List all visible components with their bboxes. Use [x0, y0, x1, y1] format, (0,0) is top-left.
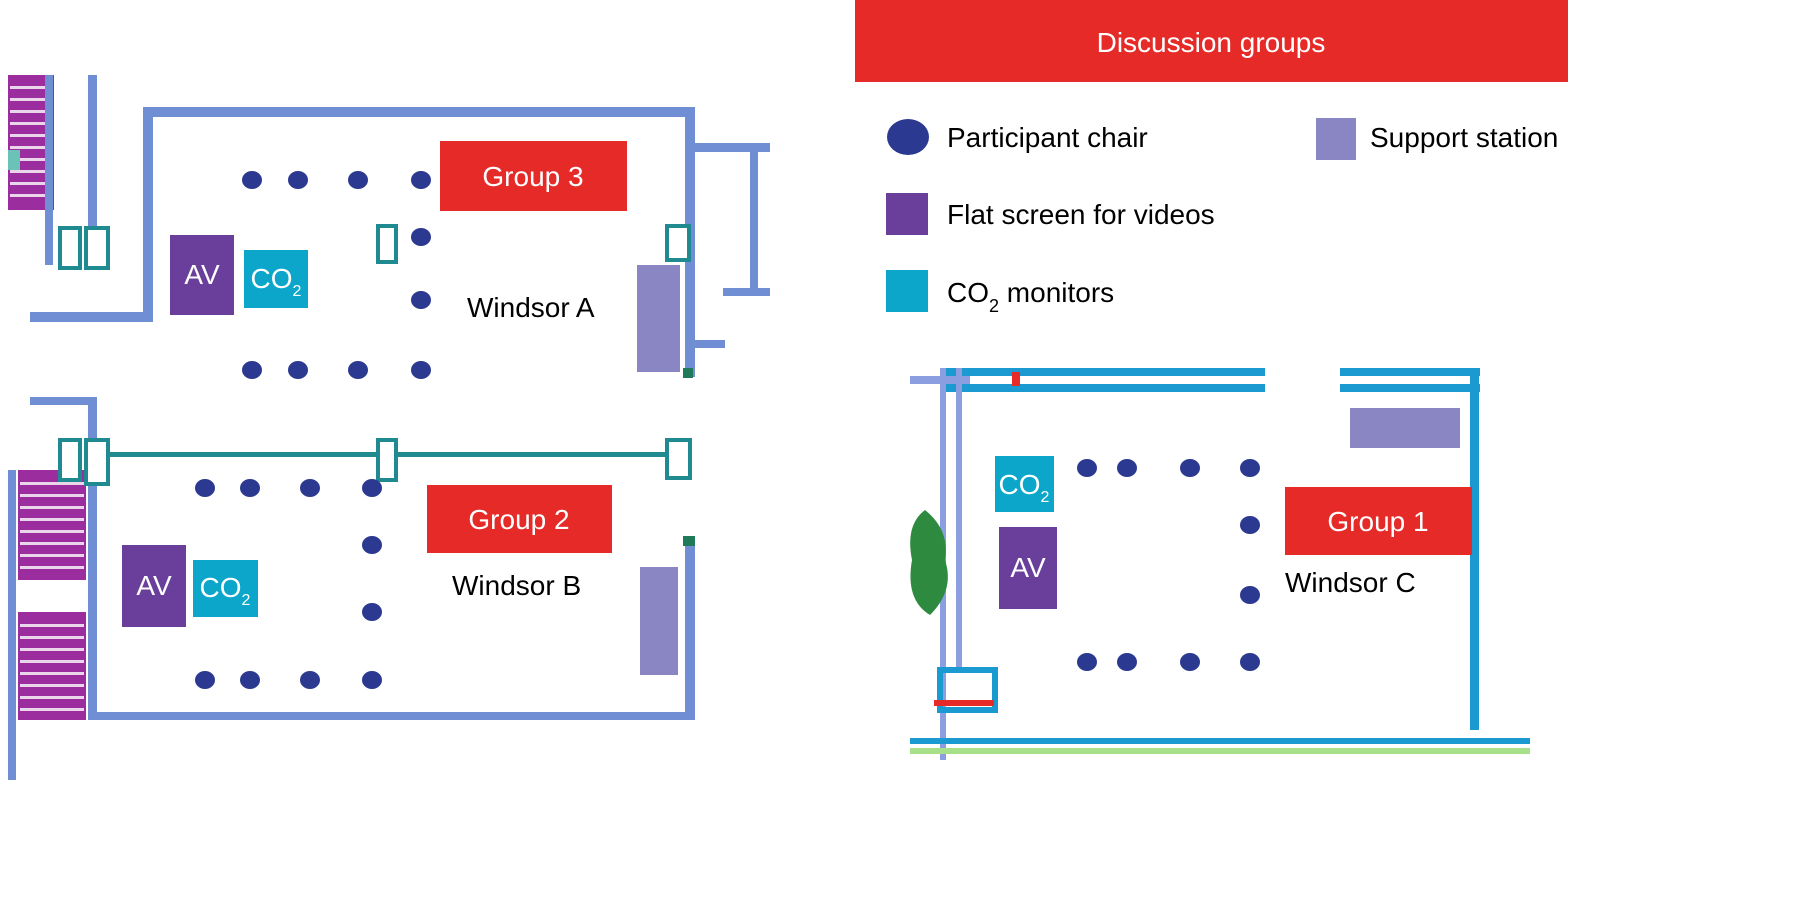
legend-co2-monitors: CO2 monitors	[947, 277, 1114, 316]
participant-chairs	[1077, 459, 1260, 671]
av-screen	[999, 527, 1057, 609]
support-station	[640, 567, 678, 675]
participant-chairs	[242, 171, 431, 379]
co2-monitor	[244, 250, 308, 308]
group-label-box	[1285, 487, 1472, 555]
co2-monitor	[995, 456, 1054, 512]
av-label: AV	[1010, 552, 1046, 583]
door	[665, 224, 691, 262]
support-station	[1350, 408, 1460, 448]
door	[58, 438, 82, 482]
co2-label: CO2	[999, 469, 1050, 506]
legend: Participant chair Support station Flat s…	[886, 118, 1558, 316]
plant-icon	[910, 510, 948, 615]
av-screen	[170, 235, 234, 315]
legend-flat-screen: Flat screen for videos	[947, 199, 1215, 230]
door	[665, 438, 692, 480]
door	[376, 224, 398, 264]
diagram-title: Discussion groups	[1097, 27, 1326, 58]
support-station	[637, 265, 680, 372]
av-label: AV	[184, 259, 220, 290]
room-windsor-a: AV CO2 Group 3 Windsor A	[8, 75, 770, 379]
support-station-icon	[1316, 118, 1356, 160]
door	[84, 438, 110, 486]
av-label: AV	[136, 570, 172, 601]
room-name: Windsor B	[452, 570, 581, 601]
legend-support-station: Support station	[1370, 122, 1558, 153]
co2-monitor	[193, 560, 258, 617]
room-windsor-c: CO2 AV Group 1 Windsor C	[910, 368, 1530, 760]
flat-screen-icon	[886, 193, 928, 235]
participant-chairs	[195, 479, 382, 689]
group-label: Group 1	[1327, 506, 1428, 537]
group-label: Group 2	[468, 504, 569, 535]
room-name: Windsor A	[467, 292, 595, 323]
room-name: Windsor C	[1285, 567, 1416, 598]
av-screen	[122, 545, 186, 627]
stairs	[18, 470, 86, 720]
door	[84, 226, 110, 270]
co2-monitor-icon	[886, 270, 928, 312]
title-bar: Discussion groups	[855, 0, 1568, 82]
door	[376, 438, 398, 482]
group-label: Group 3	[482, 161, 583, 192]
door	[58, 226, 82, 270]
participant-chair-icon	[887, 119, 929, 155]
group-label-box	[440, 141, 627, 211]
group-label-box	[427, 485, 612, 553]
co2-label: CO2	[200, 572, 251, 609]
room-windsor-b: AV CO2 Group 2 Windsor B	[8, 397, 695, 780]
legend-participant-chair: Participant chair	[947, 122, 1148, 153]
co2-label: CO2	[251, 263, 302, 300]
